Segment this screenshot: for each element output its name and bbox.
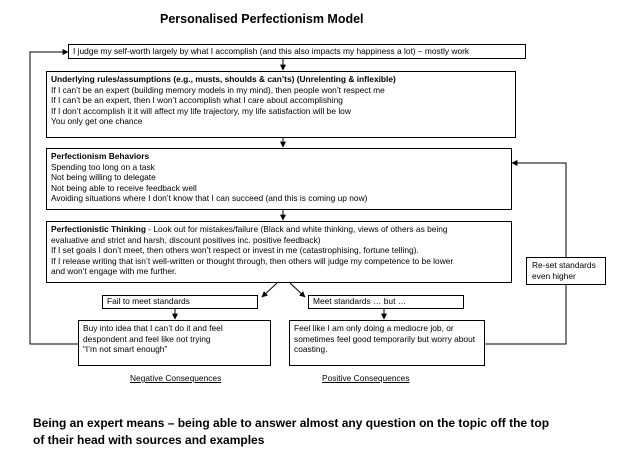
positive-line: Feel like I am only doing a mediocre job… bbox=[294, 323, 454, 333]
positive-consequences-box: Feel like I am only doing a mediocre job… bbox=[289, 320, 485, 366]
expert-definition-note: Being an expert means – being able to an… bbox=[33, 415, 618, 449]
behaviors-line: Avoiding situations where I don’t know t… bbox=[51, 193, 368, 204]
negative-line: Buy into idea that I can’t do it and fee… bbox=[83, 323, 223, 333]
reset-line: even higher bbox=[532, 270, 576, 281]
thinking-line: If I release writing that isn’t well-wri… bbox=[51, 255, 454, 266]
thinking-line: evaluative and strict and harsh, discoun… bbox=[51, 234, 321, 245]
behaviors-line: Not being able to receive feedback well bbox=[51, 182, 197, 193]
rules-line: You only get one chance bbox=[51, 116, 143, 127]
meet-box: Meet standards … but … bbox=[308, 295, 464, 309]
thinking-box: Perfectionistic Thinking - Look out for … bbox=[46, 221, 512, 283]
rules-line: If I don’t accomplish it it will affect … bbox=[51, 105, 351, 116]
negative-line: “I’m not smart enough” bbox=[83, 344, 168, 355]
footnote-line: of their head with sources and examples bbox=[33, 433, 265, 447]
negative-consequences-label: Negative Consequences bbox=[130, 373, 222, 383]
behaviors-line: Not being willing to delegate bbox=[51, 172, 156, 183]
fail-text: Fail to meet standards bbox=[107, 296, 190, 306]
behaviors-line: Spending too long on a task bbox=[51, 161, 155, 172]
rules-line: If I can’t be an expert, then I won’t ac… bbox=[51, 95, 343, 106]
reset-line: Re-set standards bbox=[532, 260, 596, 270]
page-title: Personalised Perfectionism Model bbox=[160, 12, 364, 26]
negative-consequences-box: Buy into idea that I can’t do it and fee… bbox=[78, 320, 271, 366]
positive-consequences-label: Positive Consequences bbox=[322, 373, 410, 383]
fail-box: Fail to meet standards bbox=[102, 295, 258, 309]
rules-heading: Underlying rules/assumptions (e.g., must… bbox=[51, 74, 396, 84]
rules-line: If I can’t be an expert (building memory… bbox=[51, 84, 385, 95]
footnote-line: Being an expert means – being able to an… bbox=[33, 416, 550, 430]
behaviors-box: Perfectionism Behaviors Spending too lon… bbox=[46, 148, 512, 210]
thinking-line: If I set goals I don’t meet, then others… bbox=[51, 245, 419, 256]
positive-line: sometimes feel good temporarily but worr… bbox=[294, 333, 476, 344]
behaviors-heading: Perfectionism Behaviors bbox=[51, 151, 150, 161]
meet-text: Meet standards … but … bbox=[313, 296, 407, 306]
thinking-heading-rest: - Look out for mistakes/failure (Black a… bbox=[145, 224, 448, 234]
reset-standards-box: Re-set standards even higher bbox=[526, 257, 606, 285]
thinking-heading: Perfectionistic Thinking bbox=[51, 224, 146, 234]
self-worth-text: I judge my self-worth largely by what I … bbox=[73, 46, 470, 56]
self-worth-box: I judge my self-worth largely by what I … bbox=[68, 44, 526, 59]
positive-line: coasting. bbox=[294, 344, 328, 355]
thinking-line: and won’t engage with me further. bbox=[51, 266, 177, 277]
rules-box: Underlying rules/assumptions (e.g., must… bbox=[46, 71, 516, 138]
negative-line: despondent and feel like not trying bbox=[83, 333, 211, 344]
